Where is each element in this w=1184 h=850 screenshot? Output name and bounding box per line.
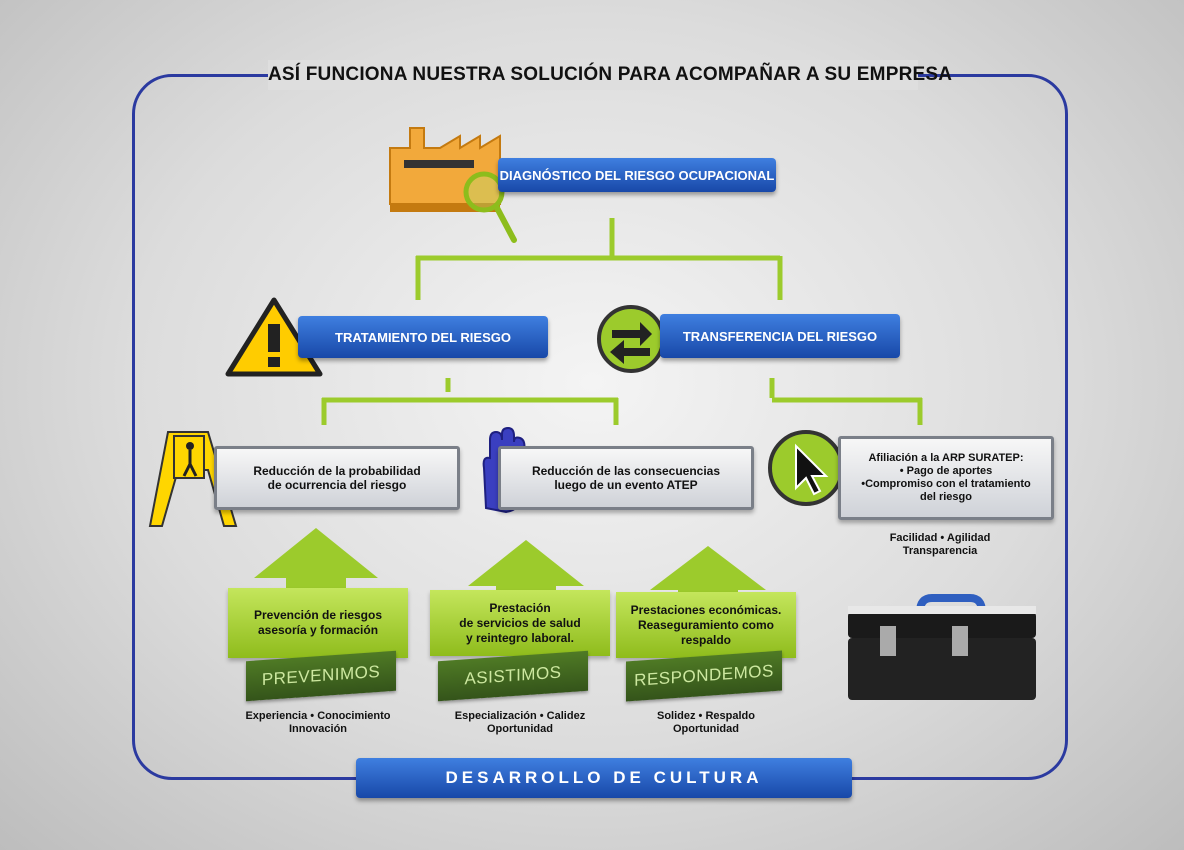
afiliacion-values: Facilidad • Agilidad Transparencia: [860, 532, 1020, 558]
toolbox-icon: [848, 594, 1036, 700]
value-line: Solidez • Respaldo: [657, 710, 755, 722]
magnifier-icon: [463, 171, 517, 243]
box-line: Reaseguramiento como: [637, 617, 775, 632]
value-line: Especialización • Calidez: [454, 710, 586, 722]
diagnostico-label: DIAGNÓSTICO DEL RIESGO OCUPACIONAL: [498, 158, 776, 192]
transfer-arrows-icon: [597, 305, 665, 373]
box-line: • Pago de aportes: [899, 465, 993, 477]
prestacion-box: Prestación de servicios de salud y reint…: [430, 590, 610, 656]
box-line: luego de un evento ATEP: [554, 478, 698, 492]
box-line: •Compromiso con el tratamiento: [861, 478, 1031, 490]
box-line: de ocurrencia del riesgo: [267, 478, 407, 492]
box-line: Prestaciones económicas.: [630, 602, 782, 617]
box-line: Reducción de la probabilidad: [253, 464, 421, 478]
prevenimos-values: Experiencia • Conocimiento Innovación: [228, 710, 408, 736]
value-line: Facilidad • Agilidad: [889, 532, 991, 544]
box-line: de servicios de salud: [459, 615, 581, 630]
up-arrow-asistimos: [468, 540, 584, 600]
transferencia-label: TRANSFERENCIA DEL RIESGO: [660, 314, 900, 358]
tratamiento-label: TRATAMIENTO DEL RIESGO: [298, 316, 548, 358]
box-line: respaldo: [680, 632, 731, 647]
respondemos-values: Solidez • Respaldo Oportunidad: [616, 710, 796, 736]
box-line: Reducción de las consecuencias: [531, 464, 721, 478]
diagram-title: ASÍ FUNCIONA NUESTRA SOLUCIÓN PARA ACOMP…: [268, 60, 952, 90]
value-line: Innovación: [288, 723, 348, 735]
reduccion-probabilidad-box: Reducción de la probabilidad de ocurrenc…: [214, 446, 460, 510]
footer-bar: DESARROLLO DE CULTURA: [356, 758, 852, 798]
box-line: y reintegro laboral.: [465, 630, 574, 645]
prevencion-box: Prevención de riesgos asesoría y formaci…: [228, 588, 408, 658]
box-line: asesoría y formación: [257, 623, 379, 637]
prestaciones-economicas-box: Prestaciones económicas. Reaseguramiento…: [616, 592, 796, 658]
up-arrow-prevenimos: [254, 528, 378, 598]
value-line: Oportunidad: [673, 723, 739, 735]
asistimos-values: Especialización • Calidez Oportunidad: [430, 710, 610, 736]
box-line: Afiliación a la ARP SURATEP:: [868, 452, 1024, 464]
up-arrow-respondemos: [650, 546, 766, 604]
value-line: Transparencia: [902, 545, 978, 557]
box-line: Prestación: [489, 600, 551, 615]
reduccion-consecuencias-box: Reducción de las consecuencias luego de …: [498, 446, 754, 510]
afiliacion-box: Afiliación a la ARP SURATEP: • Pago de a…: [838, 436, 1054, 520]
warning-icon: [225, 297, 323, 377]
box-line: del riesgo: [920, 491, 972, 503]
value-line: Oportunidad: [487, 723, 553, 735]
box-line: Prevención de riesgos: [253, 608, 383, 622]
value-line: Experiencia • Conocimiento: [245, 710, 391, 722]
